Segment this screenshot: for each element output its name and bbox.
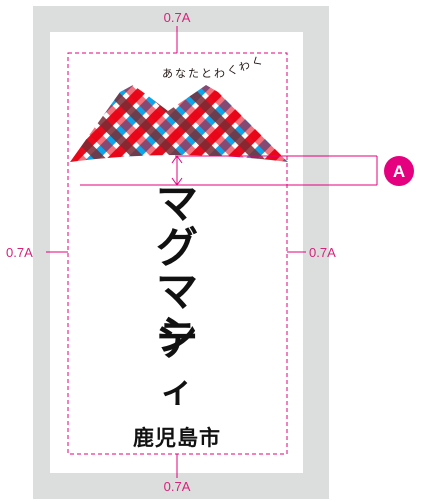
title-char: マ (156, 267, 198, 316)
arrow-down-icon (171, 177, 183, 186)
title-char: テ (156, 316, 198, 365)
tagline-char: と (201, 67, 212, 80)
marker-a: A (384, 156, 414, 186)
title-vertical: マ グ マ シ テ ィ (156, 179, 198, 411)
bottom-margin-label: 0.7A (164, 479, 191, 494)
marker-a-label: A (393, 162, 405, 181)
title-char: マ (156, 179, 198, 228)
tagline-char: く (226, 63, 239, 78)
tagline-char: わ (237, 58, 252, 74)
tagline-char: な (175, 67, 186, 80)
top-margin-label: 0.7A (164, 10, 191, 25)
title-char: ィ (160, 371, 194, 411)
title-char: グ (156, 223, 198, 272)
tagline-char: た (188, 67, 199, 80)
arrow-up-icon (171, 155, 183, 164)
title-char: シ (156, 311, 198, 360)
left-margin-label: 0.7A (6, 245, 33, 260)
tagline-char: わ (214, 67, 225, 80)
city-name: 鹿児島市 (133, 426, 221, 450)
tagline-char: あ (162, 67, 173, 80)
right-margin-label: 0.7A (309, 245, 336, 260)
